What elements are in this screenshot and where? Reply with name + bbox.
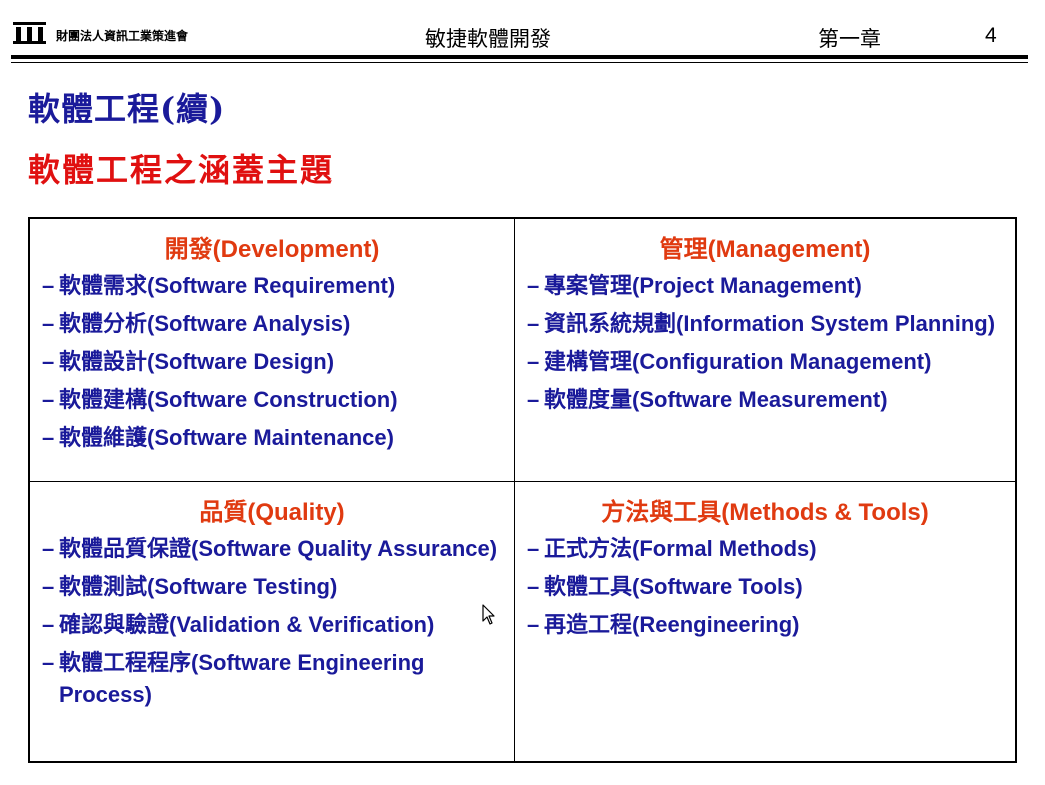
- slide-header: 財團法人資訊工業策進會 敏捷軟體開發 第一章 4: [0, 0, 1045, 60]
- list-item: –軟體度量(Software Measurement): [527, 387, 888, 413]
- list-item: –軟體工具(Software Tools): [527, 574, 803, 600]
- list-item: –軟體維護(Software Maintenance): [42, 425, 394, 451]
- list-item: –資訊系統規劃(Information System Planning): [527, 311, 996, 337]
- list-item: –軟體測試(Software Testing): [42, 574, 338, 600]
- list-item: –建構管理(Configuration Management): [527, 349, 932, 375]
- list-item: –軟體工程程序(Software Engineering Process): [42, 650, 425, 707]
- list-item: –軟體設計(Software Design): [42, 349, 335, 375]
- quality-cell: 品質(Quality) –軟體品質保證(Software Quality Ass…: [30, 482, 514, 763]
- methods-tools-heading: 方法與工具(Methods & Tools): [601, 497, 929, 526]
- list-item: –軟體分析(Software Analysis): [42, 311, 351, 337]
- mouse-pointer-icon: [482, 604, 495, 625]
- building-logo-icon: [13, 22, 46, 44]
- chapter-label: 第一章: [818, 27, 881, 51]
- header-divider-thin: [11, 62, 1028, 63]
- list-item: –軟體需求(Software Requirement): [42, 273, 396, 299]
- slide-subtitle: 軟體工程之涵蓋主題: [28, 151, 335, 189]
- page-number: 4: [985, 24, 997, 47]
- topics-table: 開發(Development) –軟體需求(Software Requireme…: [28, 217, 1017, 763]
- list-item: –正式方法(Formal Methods): [527, 536, 817, 562]
- course-title: 敏捷軟體開發: [425, 27, 551, 51]
- org-name: 財團法人資訊工業策進會: [56, 29, 189, 43]
- list-item: –確認與驗證(Validation & Verification): [42, 612, 435, 638]
- development-list: –軟體需求(Software Requirement) –軟體分析(Softwa…: [30, 270, 514, 454]
- development-heading: 開發(Development): [164, 234, 380, 263]
- table-divider-horizontal: [30, 481, 1015, 482]
- header-divider: [11, 55, 1028, 59]
- list-item: –軟體品質保證(Software Quality Assurance): [42, 536, 498, 562]
- list-item: –再造工程(Reengineering): [527, 612, 800, 638]
- management-list: –專案管理(Project Management) –資訊系統規劃(Inform…: [515, 270, 1015, 416]
- list-item: –軟體建構(Software Construction): [42, 387, 398, 413]
- management-heading: 管理(Management): [659, 234, 871, 263]
- slide-title: 軟體工程(續): [28, 90, 226, 128]
- methods-tools-cell: 方法與工具(Methods & Tools) –正式方法(Formal Meth…: [515, 482, 1015, 763]
- list-item: –專案管理(Project Management): [527, 273, 862, 299]
- methods-tools-list: –正式方法(Formal Methods) –軟體工具(Software Too…: [515, 533, 1015, 641]
- quality-heading: 品質(Quality): [199, 497, 345, 526]
- quality-list: –軟體品質保證(Software Quality Assurance) –軟體測…: [30, 533, 514, 710]
- development-cell: 開發(Development) –軟體需求(Software Requireme…: [30, 219, 514, 481]
- management-cell: 管理(Management) –專案管理(Project Management)…: [515, 219, 1015, 481]
- table-divider-vertical: [514, 219, 515, 763]
